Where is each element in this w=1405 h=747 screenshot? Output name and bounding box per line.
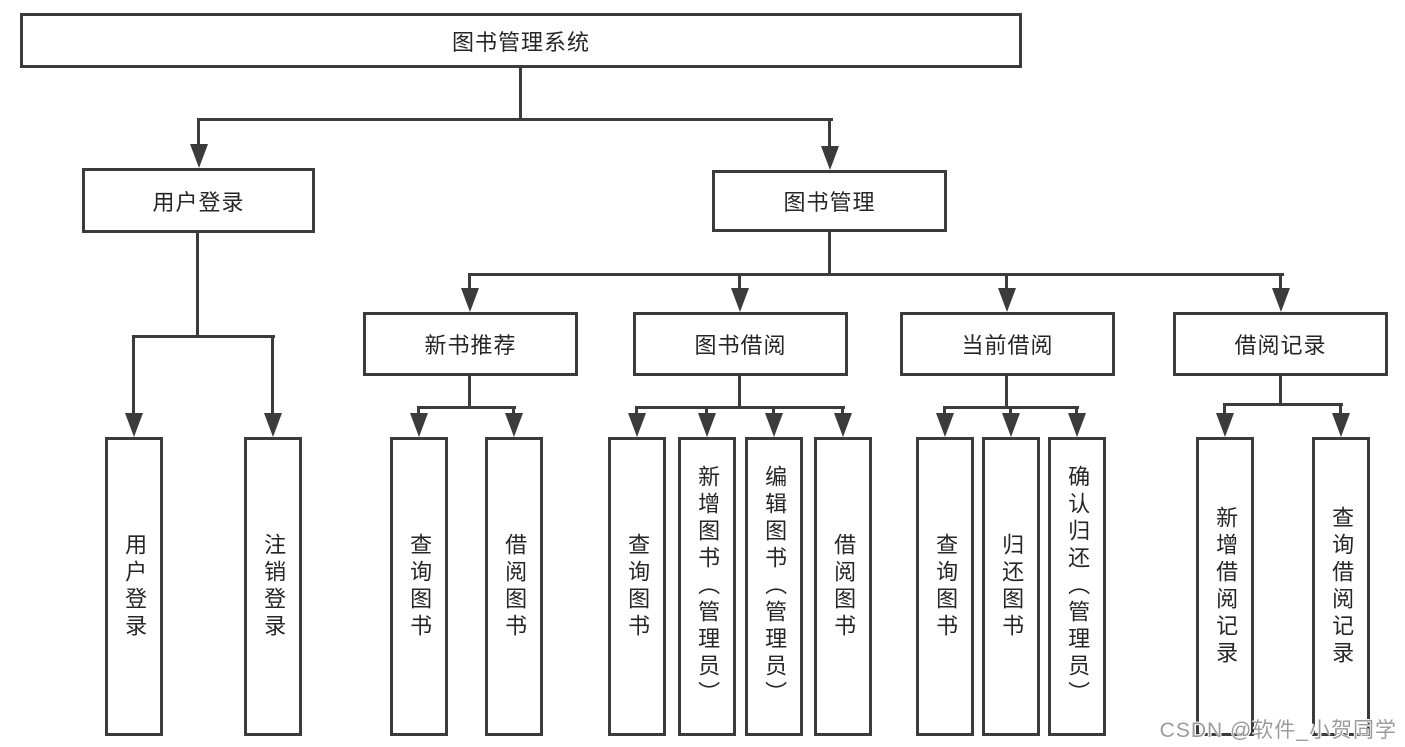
connector-new-book-shaft xyxy=(468,273,471,294)
arrowhead-leaf-edit-book xyxy=(765,413,783,437)
leaf-edit-book-admin: 编辑图书（管理员） xyxy=(745,437,803,736)
arrowhead-current-borrow xyxy=(998,288,1016,312)
connector-book-management-shaft xyxy=(828,118,831,152)
arrowhead-leaf-add-book xyxy=(698,413,716,437)
node-library-system-label: 图书管理系统 xyxy=(451,29,590,55)
leaf-confirm-return-admin: 确认归还（管理员） xyxy=(1048,437,1106,736)
node-new-book-recommend: 新书推荐 xyxy=(363,312,578,376)
node-book-borrow: 图书借阅 xyxy=(633,312,848,376)
connector-book-borrow-vline xyxy=(738,376,741,406)
connector-leaf-add-record-shaft xyxy=(1223,403,1226,419)
arrowhead-leaf-confirm-return xyxy=(1068,413,1086,437)
node-book-management-label: 图书管理 xyxy=(783,190,876,215)
node-user-login: 用户登录 xyxy=(82,168,315,233)
leaf-borrow-books-1-label: 借阅图书 xyxy=(502,532,528,641)
leaf-query-books-3: 查询图书 xyxy=(916,437,974,736)
connector-borrow-records-vline xyxy=(1279,376,1282,403)
connector-book-borrow-shaft xyxy=(738,273,741,294)
connector-leaf-return-shaft xyxy=(1009,406,1012,419)
connector-leaf-logout-shaft xyxy=(271,335,274,419)
leaf-add-borrow-record: 新增借阅记录 xyxy=(1196,437,1254,736)
arrowhead-borrow-records xyxy=(1272,288,1290,312)
connector-leaf-add-book-shaft xyxy=(705,406,708,419)
leaf-confirm-return-admin-label: 确认归还（管理员） xyxy=(1065,465,1091,708)
node-book-borrow-label: 图书借阅 xyxy=(694,333,787,358)
connector-leaf-edit-book-shaft xyxy=(772,406,775,419)
connector-new-book-vline xyxy=(468,376,471,406)
arrowhead-leaf-query2 xyxy=(628,413,646,437)
node-library-system: 图书管理系统 xyxy=(20,13,1022,68)
leaf-add-book-admin: 新增图书（管理员） xyxy=(678,437,736,736)
connector-book-management-vline xyxy=(828,232,831,273)
connector-book-borrow-hline xyxy=(635,406,845,409)
connector-borrow-records-shaft xyxy=(1279,273,1282,294)
leaf-borrow-books-1: 借阅图书 xyxy=(485,437,543,736)
leaf-query-books-2: 查询图书 xyxy=(608,437,666,736)
arrowhead-book-management xyxy=(821,146,839,170)
arrowhead-new-book xyxy=(461,288,479,312)
connector-leaf-query-record-shaft xyxy=(1339,403,1342,419)
connector-book-management-hline xyxy=(468,273,1284,276)
connector-user-login-shaft xyxy=(197,118,200,150)
leaf-edit-book-admin-label: 编辑图书（管理员） xyxy=(762,465,788,708)
leaf-query-books-2-label: 查询图书 xyxy=(625,532,651,641)
connector-leaf-query3-shaft xyxy=(943,406,946,419)
arrowhead-leaf-query-record xyxy=(1332,413,1350,437)
connector-root-vline xyxy=(519,68,522,118)
arrowhead-user-login xyxy=(190,144,208,168)
csdn-watermark: CSDN @软件_小贺同学 xyxy=(1159,719,1397,742)
arrowhead-leaf-login xyxy=(125,413,143,437)
leaf-query-books-1-label: 查询图书 xyxy=(407,532,433,641)
node-new-book-recommend-label: 新书推荐 xyxy=(424,333,517,358)
arrowhead-book-borrow xyxy=(731,288,749,312)
connector-leaf-borrow2-shaft xyxy=(841,406,844,419)
connector-leaf-query2-shaft xyxy=(635,406,638,419)
connector-current-borrow-vline xyxy=(1005,375,1008,406)
connector-leaf-confirm-return-shaft xyxy=(1075,406,1078,419)
connector-leaf-query1-shaft xyxy=(417,406,420,419)
leaf-add-book-admin-label: 新增图书（管理员） xyxy=(695,465,721,708)
arrowhead-leaf-logout xyxy=(264,413,282,437)
connector-leaf-login-shaft xyxy=(132,335,135,419)
connector-leaf-borrow1-shaft xyxy=(512,406,515,419)
leaf-query-books-3-label: 查询图书 xyxy=(933,532,959,641)
connector-borrow-records-hline xyxy=(1223,403,1343,406)
connector-new-book-hline xyxy=(417,406,516,409)
leaf-user-login: 用户登录 xyxy=(105,437,163,736)
arrowhead-leaf-query1 xyxy=(410,413,428,437)
leaf-borrow-books-2: 借阅图书 xyxy=(814,437,872,736)
node-current-borrow: 当前借阅 xyxy=(900,312,1115,376)
leaf-query-borrow-record: 查询借阅记录 xyxy=(1312,437,1370,736)
leaf-return-book: 归还图书 xyxy=(982,437,1040,736)
arrowhead-leaf-add-record xyxy=(1216,413,1234,437)
connector-current-borrow-shaft xyxy=(1005,273,1008,294)
leaf-query-books-1: 查询图书 xyxy=(390,437,448,736)
leaf-add-borrow-record-label: 新增借阅记录 xyxy=(1213,505,1239,668)
leaf-user-login-label: 用户登录 xyxy=(122,532,148,641)
arrowhead-leaf-borrow2 xyxy=(834,413,852,437)
leaf-return-book-label: 归还图书 xyxy=(999,532,1025,641)
leaf-logout: 注销登录 xyxy=(244,437,302,736)
leaf-borrow-books-2-label: 借阅图书 xyxy=(831,532,857,641)
node-user-login-label: 用户登录 xyxy=(152,189,245,215)
node-current-borrow-label: 当前借阅 xyxy=(961,333,1054,358)
node-borrow-records: 借阅记录 xyxy=(1173,312,1388,376)
node-borrow-records-label: 借阅记录 xyxy=(1234,333,1327,358)
connector-user-login-vline xyxy=(196,233,199,335)
arrowhead-leaf-return xyxy=(1002,413,1020,437)
arrowhead-leaf-borrow1 xyxy=(505,413,523,437)
connector-user-login-hline xyxy=(132,335,275,338)
arrowhead-leaf-query3 xyxy=(936,413,954,437)
connector-root-hline xyxy=(197,118,833,121)
node-book-management: 图书管理 xyxy=(712,170,947,232)
leaf-query-borrow-record-label: 查询借阅记录 xyxy=(1329,505,1355,668)
leaf-logout-label: 注销登录 xyxy=(261,532,287,641)
